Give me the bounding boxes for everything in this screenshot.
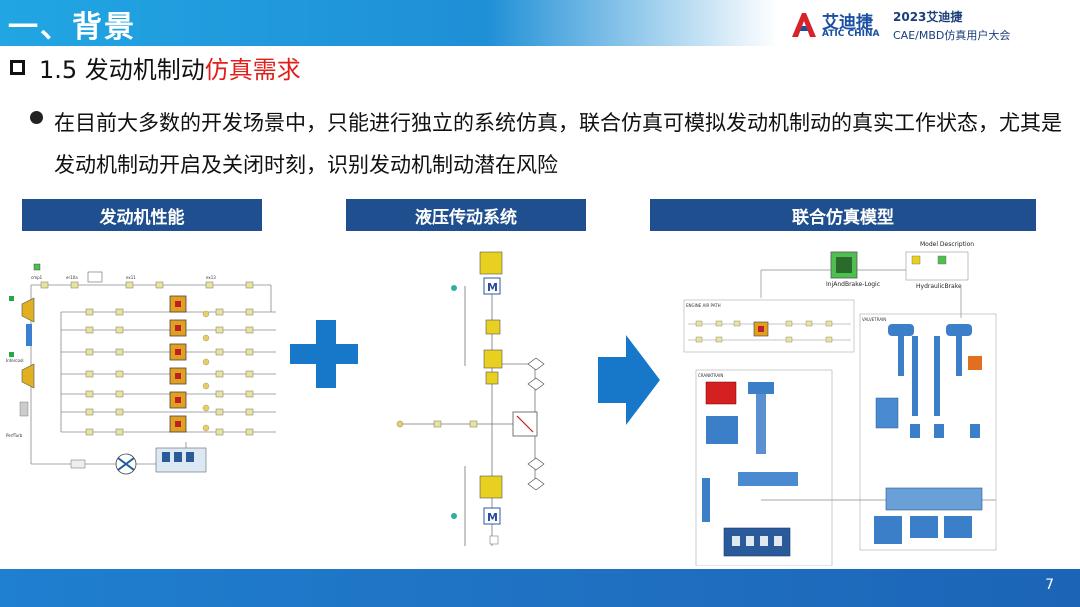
cosimulation-model-label: 联合仿真模型 [650,199,1036,231]
footer-band [0,569,1080,607]
hydraulic-system-label: 液压传动系统 [346,199,586,231]
svg-text:M: M [487,511,498,524]
cranktrain-label: CRANKTRAIN [698,373,723,378]
svg-text:PerfTurb: PerfTurb [6,433,23,438]
svg-text:er10a: er10a [66,275,78,280]
bullet-dot-icon [30,111,43,124]
svg-text:Intercool: Intercool [6,358,24,363]
engine-air-path-label: ENGINE AIR PATH [686,303,721,308]
plus-icon-bar [290,344,358,364]
header-band [0,0,1080,46]
page-title: 一、背景 [8,10,136,45]
hydraulic-brake-label: HydraulicBrake [916,283,962,290]
logo-mark-icon [792,13,816,37]
section-heading-main: 1.5 发动机制动 [39,55,205,84]
model-description-label: Model Description [920,241,974,248]
logo-text-cn: 艾迪捷 [822,13,873,33]
logo-text-en: ATIC CHINA [822,29,880,39]
conference-subtitle: CAE/MBD仿真用户大会 [893,29,1011,42]
arrow-right-icon [598,335,660,425]
bullet-text: 在目前大多数的开发场景中，只能进行独立的系统仿真，联合仿真可模拟发动机制动的真实… [54,111,1062,177]
conference-title: 2023艾迪捷 [893,10,963,24]
section-heading-highlight: 仿真需求 [204,55,301,84]
svg-text:ex13: ex13 [206,275,216,280]
svg-text:M: M [487,281,498,294]
engine-performance-label: 发动机性能 [22,199,262,231]
svg-text:ex11: ex11 [126,275,136,280]
square-bullet-icon [10,59,25,75]
valvetrain-label: VALVETRAIN [862,317,886,322]
svg-text:cmp1: cmp1 [31,275,43,280]
company-logo: 艾迪捷 ATIC CHINA [788,8,880,42]
cosimulation-model-diagram: Model Description HydraulicBrake InjAndB… [683,241,997,566]
page-number: 7 [1045,577,1054,593]
inj-logic-label: InjAndBrake-Logic [826,281,880,288]
hydraulic-system-diagram: M M [396,251,545,546]
section-heading: 1.5 发动机制动 仿真需求 [10,52,301,84]
